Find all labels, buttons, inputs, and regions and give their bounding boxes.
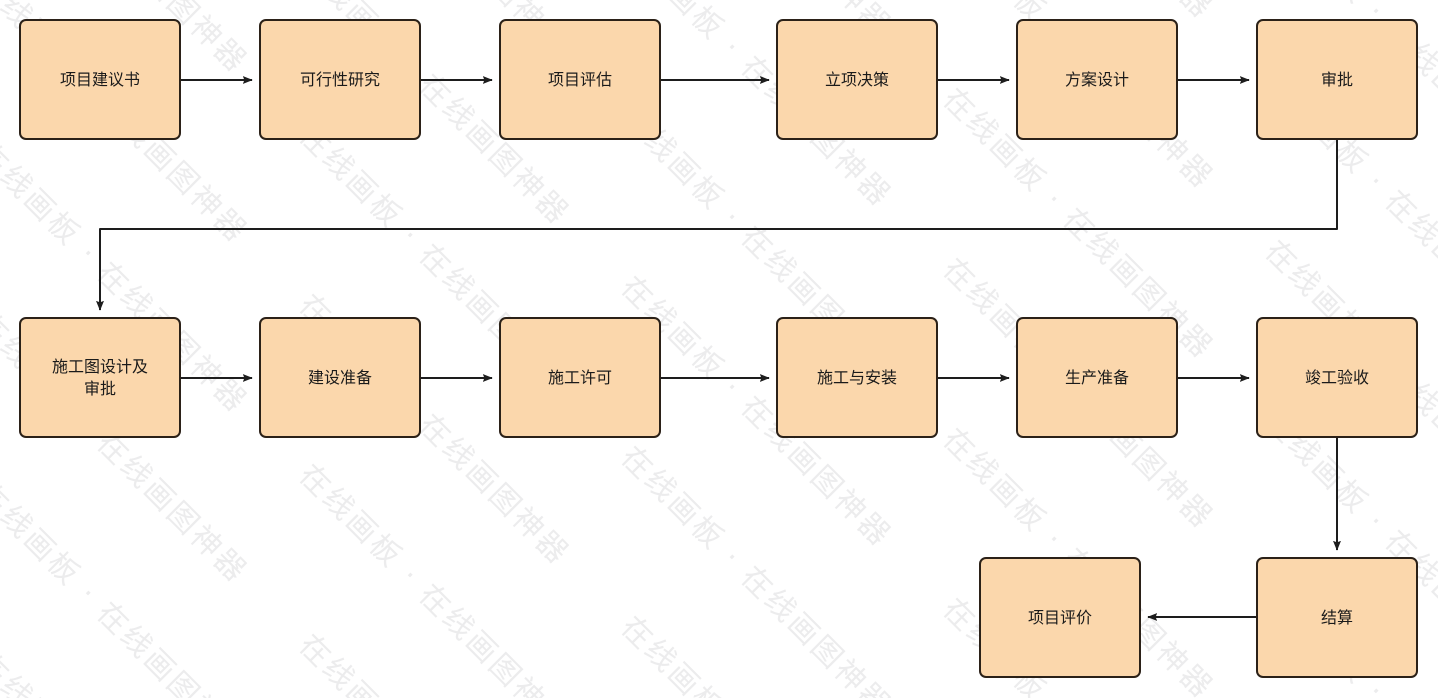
- flow-node-label: 可行性研究: [299, 69, 380, 89]
- flow-node-label: 施工许可: [547, 367, 612, 387]
- flow-node-n6[interactable]: 审批: [1256, 19, 1418, 140]
- flow-node-n3[interactable]: 项目评估: [499, 19, 661, 140]
- flow-node-n8[interactable]: 建设准备: [259, 317, 421, 438]
- flow-node-label: 结算: [1320, 607, 1353, 627]
- flow-node-label: 项目建议书: [59, 69, 140, 89]
- flow-node-label: 项目评价: [1027, 607, 1092, 627]
- flow-node-n12[interactable]: 竣工验收: [1256, 317, 1418, 438]
- flow-node-n2[interactable]: 可行性研究: [259, 19, 421, 140]
- flow-node-n10[interactable]: 施工与安装: [776, 317, 938, 438]
- flow-node-label: 竣工验收: [1304, 367, 1369, 387]
- flow-node-label: 施工图设计及 审批: [51, 356, 148, 398]
- flow-node-n5[interactable]: 方案设计: [1016, 19, 1178, 140]
- flow-node-label: 方案设计: [1064, 69, 1129, 89]
- flow-node-n4[interactable]: 立项决策: [776, 19, 938, 140]
- flow-node-label: 审批: [1320, 69, 1353, 89]
- flow-node-n1[interactable]: 项目建议书: [19, 19, 181, 140]
- flow-node-n7[interactable]: 施工图设计及 审批: [19, 317, 181, 438]
- flow-node-n13[interactable]: 项目评价: [979, 557, 1141, 678]
- flow-node-label: 生产准备: [1064, 367, 1129, 387]
- flow-node-n9[interactable]: 施工许可: [499, 317, 661, 438]
- flow-node-label: 立项决策: [824, 69, 889, 89]
- flow-node-n11[interactable]: 生产准备: [1016, 317, 1178, 438]
- flow-node-label: 项目评估: [547, 69, 612, 89]
- flow-node-n14[interactable]: 结算: [1256, 557, 1418, 678]
- flow-node-label: 施工与安装: [816, 367, 897, 387]
- flow-node-label: 建设准备: [307, 367, 372, 387]
